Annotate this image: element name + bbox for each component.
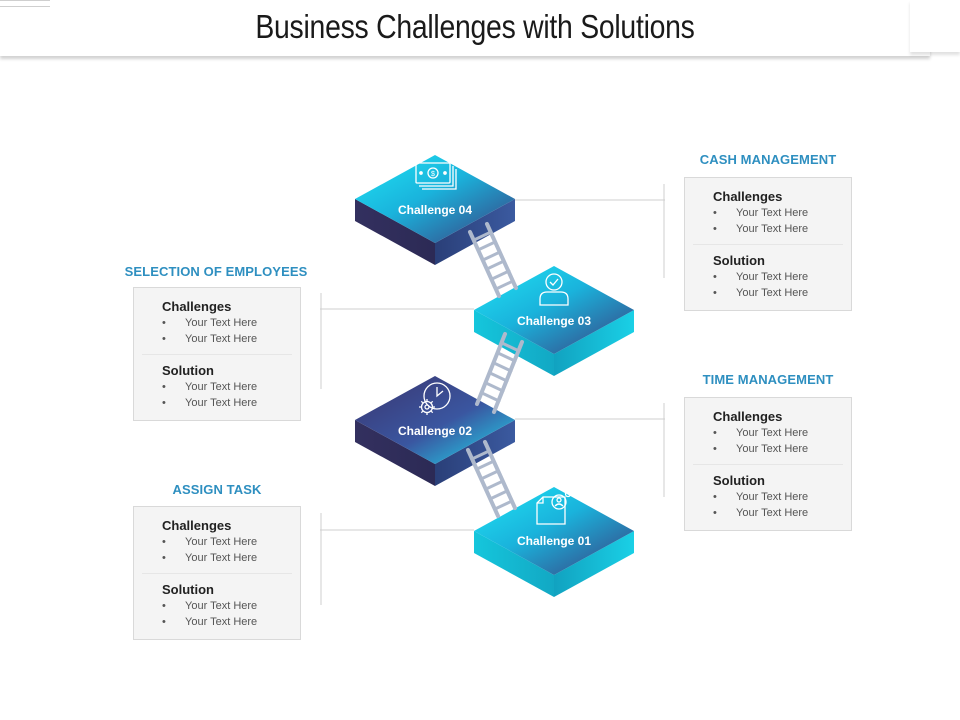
tile-label-challenge-04: Challenge 04 [398, 203, 472, 217]
heading-time-management: TIME MANAGEMENT [702, 372, 834, 387]
tile-challenge-04 [355, 155, 515, 265]
ladder-02-01 [466, 440, 517, 518]
list-item: Your Text Here [162, 395, 257, 411]
solution-title: Solution [713, 473, 765, 488]
list-item: Your Text Here [713, 205, 808, 221]
money-stack-icon: $ [415, 162, 457, 190]
page-title: Business Challenges with Solutions [255, 8, 695, 45]
connector-lines [320, 184, 665, 605]
list-item: Your Text Here [162, 331, 257, 347]
heading-assign-task: ASSIGN TASK [172, 482, 262, 497]
list-item: Your Text Here [713, 285, 808, 301]
ladder-04-03 [468, 222, 518, 298]
challenges-title: Challenges [713, 409, 783, 424]
card-cash-management: Challenges Your Text Here Your Text Here… [684, 177, 852, 311]
list-item: Your Text Here [713, 221, 808, 237]
list-item: Your Text Here [713, 505, 808, 521]
divider [693, 244, 843, 245]
divider [693, 464, 843, 465]
person-check-icon [539, 273, 569, 306]
title-bar [0, 0, 930, 56]
card-assign-task: Challenges Your Text Here Your Text Here… [133, 506, 301, 640]
heading-cash-management: CASH MANAGEMENT [699, 152, 837, 167]
list-item: Your Text Here [162, 315, 257, 331]
solution-title: Solution [713, 253, 765, 268]
gears-clock-icon [419, 382, 451, 415]
challenges-title: Challenges [162, 518, 232, 533]
tile-challenge-02 [355, 376, 515, 486]
svg-text:$: $ [431, 171, 435, 178]
corner-tab [910, 0, 960, 52]
divider [142, 354, 292, 355]
tile-label-challenge-01: Challenge 01 [517, 534, 591, 548]
list-item: Your Text Here [713, 441, 808, 457]
document-user-icon [536, 490, 572, 525]
list-item: Your Text Here [713, 425, 808, 441]
ladder-03-02 [475, 332, 524, 414]
tile-label-challenge-03: Challenge 03 [517, 314, 591, 328]
list-item: Your Text Here [162, 598, 257, 614]
corner-mark [0, 0, 50, 7]
challenges-title: Challenges [713, 189, 783, 204]
solution-title: Solution [162, 582, 214, 597]
list-item: Your Text Here [713, 489, 808, 505]
divider [142, 573, 292, 574]
list-item: Your Text Here [162, 614, 257, 630]
list-item: Your Text Here [162, 379, 257, 395]
card-time-management: Challenges Your Text Here Your Text Here… [684, 397, 852, 531]
challenges-title: Challenges [162, 299, 232, 314]
list-item: Your Text Here [162, 534, 257, 550]
list-item: Your Text Here [713, 269, 808, 285]
solution-title: Solution [162, 363, 214, 378]
list-item: Your Text Here [162, 550, 257, 566]
heading-selection-of-employees: SELECTION OF EMPLOYEES [124, 264, 308, 279]
tile-label-challenge-02: Challenge 02 [398, 424, 472, 438]
card-selection-of-employees: Challenges Your Text Here Your Text Here… [133, 287, 301, 421]
